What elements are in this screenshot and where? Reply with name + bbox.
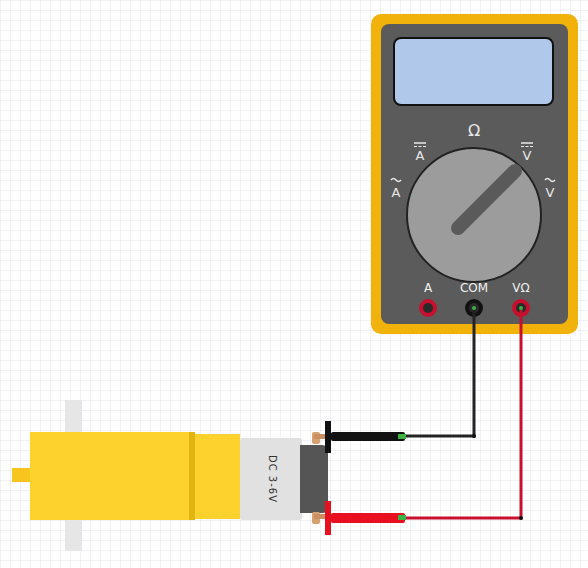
red-probe (314, 501, 406, 535)
red-wire (403, 310, 521, 518)
jack-label: A (424, 282, 432, 294)
multimeter (371, 14, 578, 334)
ac-current-label: A (392, 186, 401, 199)
dc-voltage-label: V (523, 149, 532, 162)
dc-current-label: A (416, 149, 425, 162)
ohm-label: Ω (468, 123, 480, 139)
ac-voltage-label: V (546, 186, 555, 199)
jack-label: COM (460, 282, 488, 294)
black-probe (314, 421, 406, 453)
jack-label: VΩ (512, 282, 529, 294)
gear-motor (12, 432, 328, 524)
motor-rating: DC 3-6V (267, 455, 277, 503)
black-wire (403, 310, 474, 436)
